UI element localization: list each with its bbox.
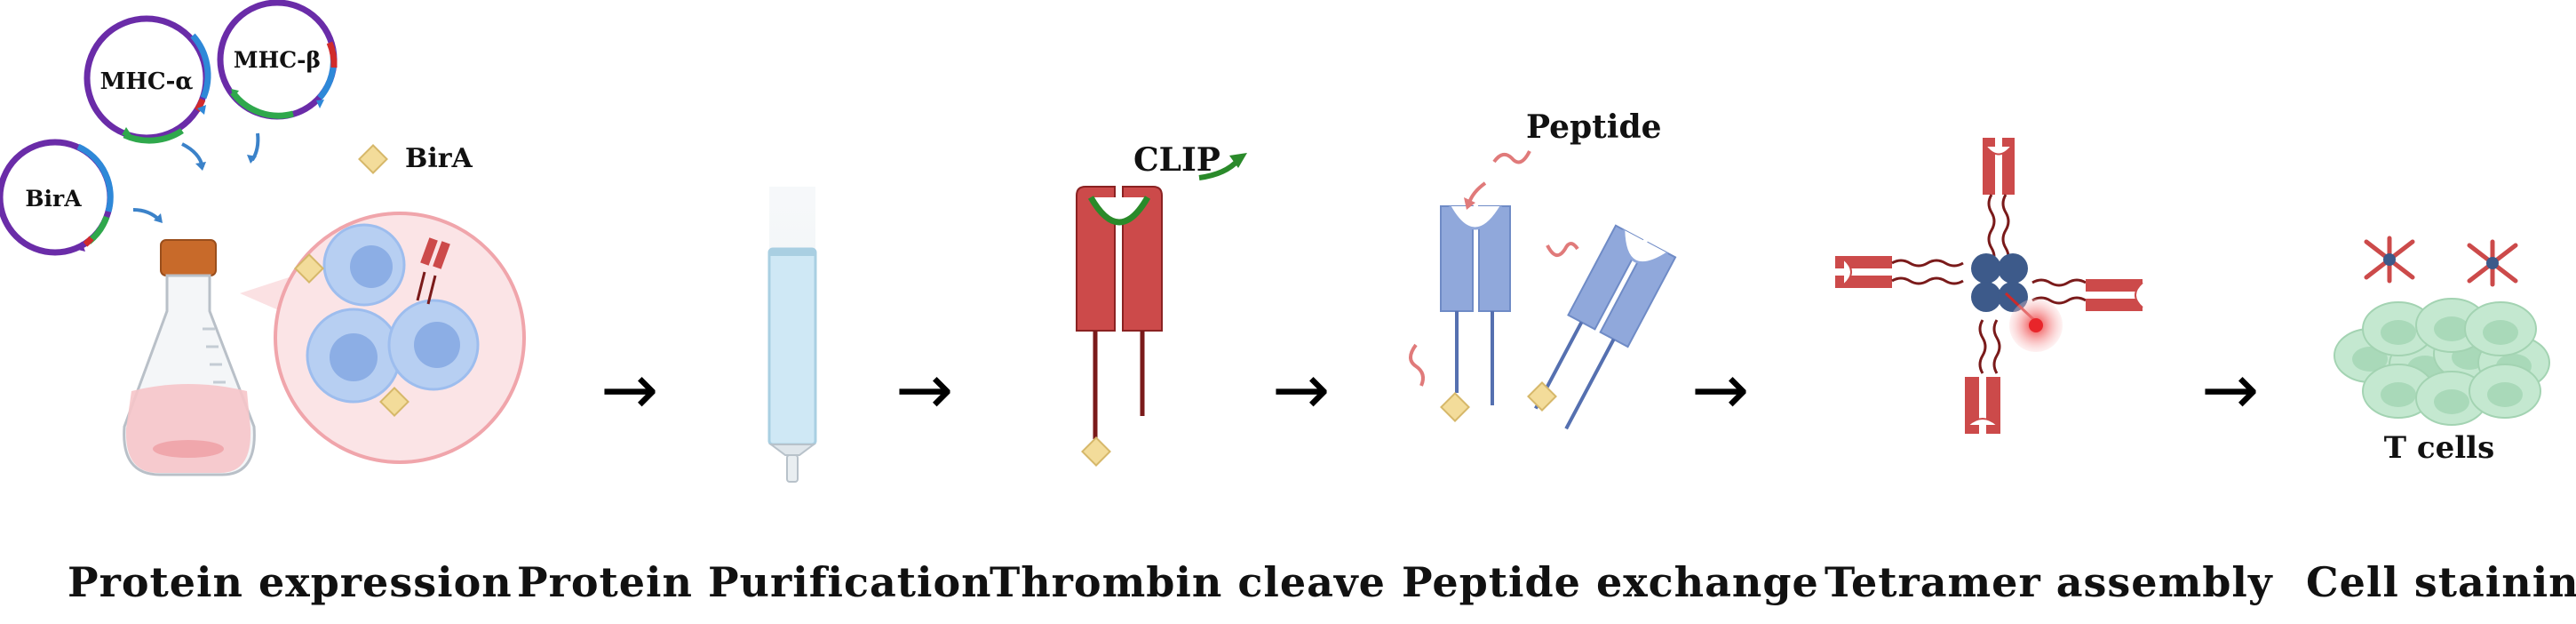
t-cells-label: T cells [2384,430,2494,466]
streptavidin-core [1971,253,2028,312]
stage-label-tetramer-assembly: Tetramer assembly [1825,558,2273,606]
plasmid-mhc-beta: MHC-β [217,0,338,120]
tetramer-illustration [1835,138,2143,434]
expression-cell [306,308,402,404]
expression-cell [322,223,406,307]
mhc-empty-tilted [1534,224,1677,430]
flow-arrow: → [2201,350,2260,430]
tetramer-mhc-top [1983,138,2015,267]
cell-staining-illustration: T cells [2334,236,2550,466]
stage-label-protein-purification: Protein Purification [517,558,992,606]
flow-arrow: → [1272,350,1331,430]
flow-arrow: → [600,350,659,430]
stage-label-cell-staining: Cell staining [2306,558,2576,606]
peptide-fragments [1409,150,1579,387]
plasmid-bira: BirA [0,139,114,256]
cell-zoom-inset [274,212,526,464]
fluorophore-icon [2004,292,2063,352]
expression-cell [387,299,480,391]
protein-expression-illustration: MHC-α MHC-β BirA [0,0,526,476]
plasmid-mhc-beta-label: MHC-β [234,47,321,73]
plasmid-bira-label: BirA [25,186,82,212]
tetramer-mhc-bottom [1965,319,2001,434]
flow-arrow: → [895,350,954,430]
tetramer-mhc-left [1835,256,1964,288]
stage-label-protein-expression: Protein expression [68,558,513,606]
t-cell-cluster [2334,298,2550,426]
tetramer-mhc-right [2031,278,2143,311]
clip-label: CLIP [1133,141,1220,179]
transfection-arrows [132,132,260,222]
bira-enzyme-label: BirA [405,143,473,174]
stage-label-thrombin-cleave: Thrombin cleave [990,558,1386,606]
flow-arrow: → [1691,350,1750,430]
mhc-empty-upright [1440,205,1511,422]
peptide-exchange-illustration: Peptide [1409,108,1677,430]
stage-label-peptide-exchange: Peptide exchange [1402,558,1819,606]
purification-column-icon [767,187,817,483]
thrombin-mhc-dimer: CLIP [1076,141,1247,467]
plasmid-mhc-alpha-label: MHC-α [100,68,194,95]
mhc-small-icon [416,237,450,305]
peptide-label: Peptide [1526,108,1662,146]
plasmid-mhc-alpha: MHC-α [83,15,211,144]
bira-enzyme: BirA [358,143,473,174]
